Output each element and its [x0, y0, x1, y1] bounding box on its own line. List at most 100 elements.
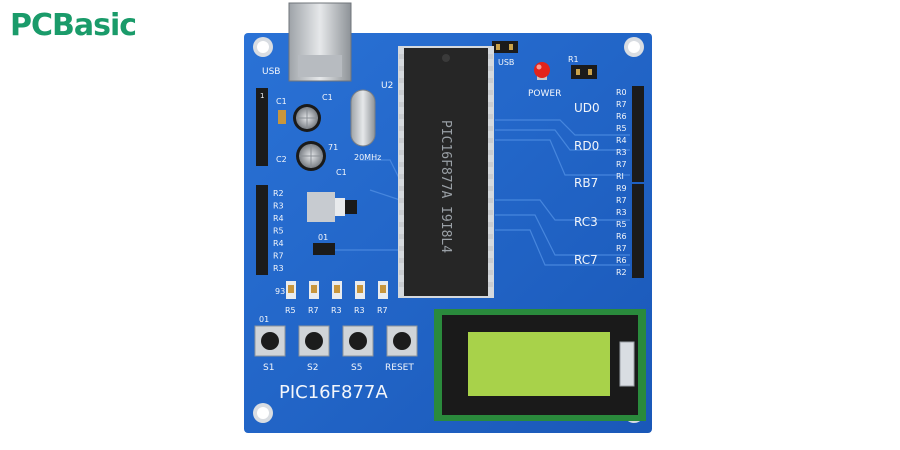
electrolytic-capacitor-1 [293, 104, 321, 132]
indicator-led [378, 281, 388, 299]
left-header-top [256, 88, 268, 166]
chip-pin [488, 282, 493, 287]
chip-pin [488, 174, 493, 179]
electrolytic-capacitor-2 [296, 141, 326, 171]
chip-pin [488, 222, 493, 227]
usb-label: USB [262, 67, 280, 77]
right-header-pin-label: R0 [616, 88, 627, 97]
c1-label-a: C1 [276, 97, 287, 106]
right-header-pin-label: R5 [616, 124, 627, 133]
left-header-pin-label: R4 [273, 214, 284, 223]
chip-pin [399, 138, 404, 143]
chip-pin [488, 234, 493, 239]
chip-pin [399, 282, 404, 287]
indicator-led [309, 281, 319, 299]
left-header-pin-label: R2 [273, 189, 284, 198]
ceramic-capacitor [278, 110, 286, 124]
right-header-pin-label: R3 [616, 148, 627, 157]
lcd-screen [468, 332, 610, 396]
right-header-pin-label: R7 [616, 100, 627, 109]
right-header-pin-label: R5 [616, 220, 627, 229]
led-label: R7 [377, 306, 388, 315]
indicator-led [286, 281, 296, 299]
led-label: R3 [331, 306, 342, 315]
push-button-s2[interactable] [298, 325, 330, 357]
usb-connector [288, 2, 352, 82]
d1-label: 01 [318, 233, 328, 242]
q1-label: 71 [328, 143, 338, 152]
port-group-label: RD0 [574, 139, 599, 153]
left-header-pin-label: R7 [273, 252, 284, 261]
chip-pin [488, 186, 493, 191]
chip-pin [488, 210, 493, 215]
c1-label-c: C1 [336, 168, 347, 177]
chip-pin [399, 234, 404, 239]
chip-pin [399, 210, 404, 215]
chip-pin [488, 90, 493, 95]
push-button-reset[interactable] [386, 325, 418, 357]
right-header-pin-label: R4 [616, 136, 627, 145]
led-label: R5 [285, 306, 296, 315]
push-button-s5[interactable] [342, 325, 374, 357]
button-label: S5 [351, 363, 362, 373]
chip-pin [399, 222, 404, 227]
chip-pin [488, 54, 493, 59]
led-group-label: 93 [275, 287, 285, 296]
chip-pin [488, 102, 493, 107]
u2-label: U2 [381, 81, 393, 91]
r1-label: R1 [568, 55, 579, 64]
led-label: R7 [308, 306, 319, 315]
chip-pin [399, 114, 404, 119]
chip-pin [399, 246, 404, 251]
chip-pin [399, 66, 404, 71]
chip-pin [488, 66, 493, 71]
crystal-label: 20MHz [354, 153, 381, 162]
crystal-oscillator [350, 89, 376, 147]
port-group-label: RC3 [574, 215, 598, 229]
c1-label-b: C1 [322, 93, 333, 102]
chip-pin [399, 162, 404, 167]
button-label: RESET [385, 363, 414, 373]
chip-pin [399, 198, 404, 203]
power-led [534, 62, 550, 80]
chip-pin [399, 258, 404, 263]
power-label: POWER [528, 89, 561, 99]
chip-pin [399, 54, 404, 59]
port-group-label: RB7 [574, 176, 598, 190]
chip-pin [488, 270, 493, 275]
chip-pin [399, 78, 404, 83]
copper-traces [330, 119, 630, 266]
right-header-pin-label: R3 [616, 208, 627, 217]
chip-pin [488, 114, 493, 119]
right-header-pin-label: R2 [616, 268, 627, 277]
chip-pin [488, 198, 493, 203]
usb-jumper-label: USB [498, 58, 514, 67]
chip-pin [399, 90, 404, 95]
d1-jumper [313, 243, 335, 255]
chip-pin [488, 258, 493, 263]
board-title: PIC16F877A [279, 382, 388, 403]
button-label: S1 [263, 363, 274, 373]
chip-pin [399, 102, 404, 107]
indicator-led [332, 281, 342, 299]
right-header-pin-label: R7 [616, 196, 627, 205]
header-1-label: 1 [260, 92, 264, 100]
lcd-module [434, 309, 646, 421]
port-group-label: UD0 [574, 101, 600, 115]
chip-pin [488, 150, 493, 155]
chip-pin [488, 138, 493, 143]
chip-pin [399, 126, 404, 131]
left-header-pin-label: R4 [273, 239, 284, 248]
chip-pin [488, 246, 493, 251]
chip-pin [399, 150, 404, 155]
chip-pin [399, 270, 404, 275]
left-header-pin-label: R3 [273, 202, 284, 211]
left-header-pin-label: R5 [273, 227, 284, 236]
port-group-label: RC7 [574, 253, 598, 267]
button-label: S2 [307, 363, 318, 373]
usb-jumper [492, 41, 518, 53]
right-header-pin-label: R6 [616, 112, 627, 121]
right-header-pin-label: R6 [616, 256, 627, 265]
left-header-pin-label: R3 [273, 264, 284, 273]
push-button-s1[interactable] [254, 325, 286, 357]
